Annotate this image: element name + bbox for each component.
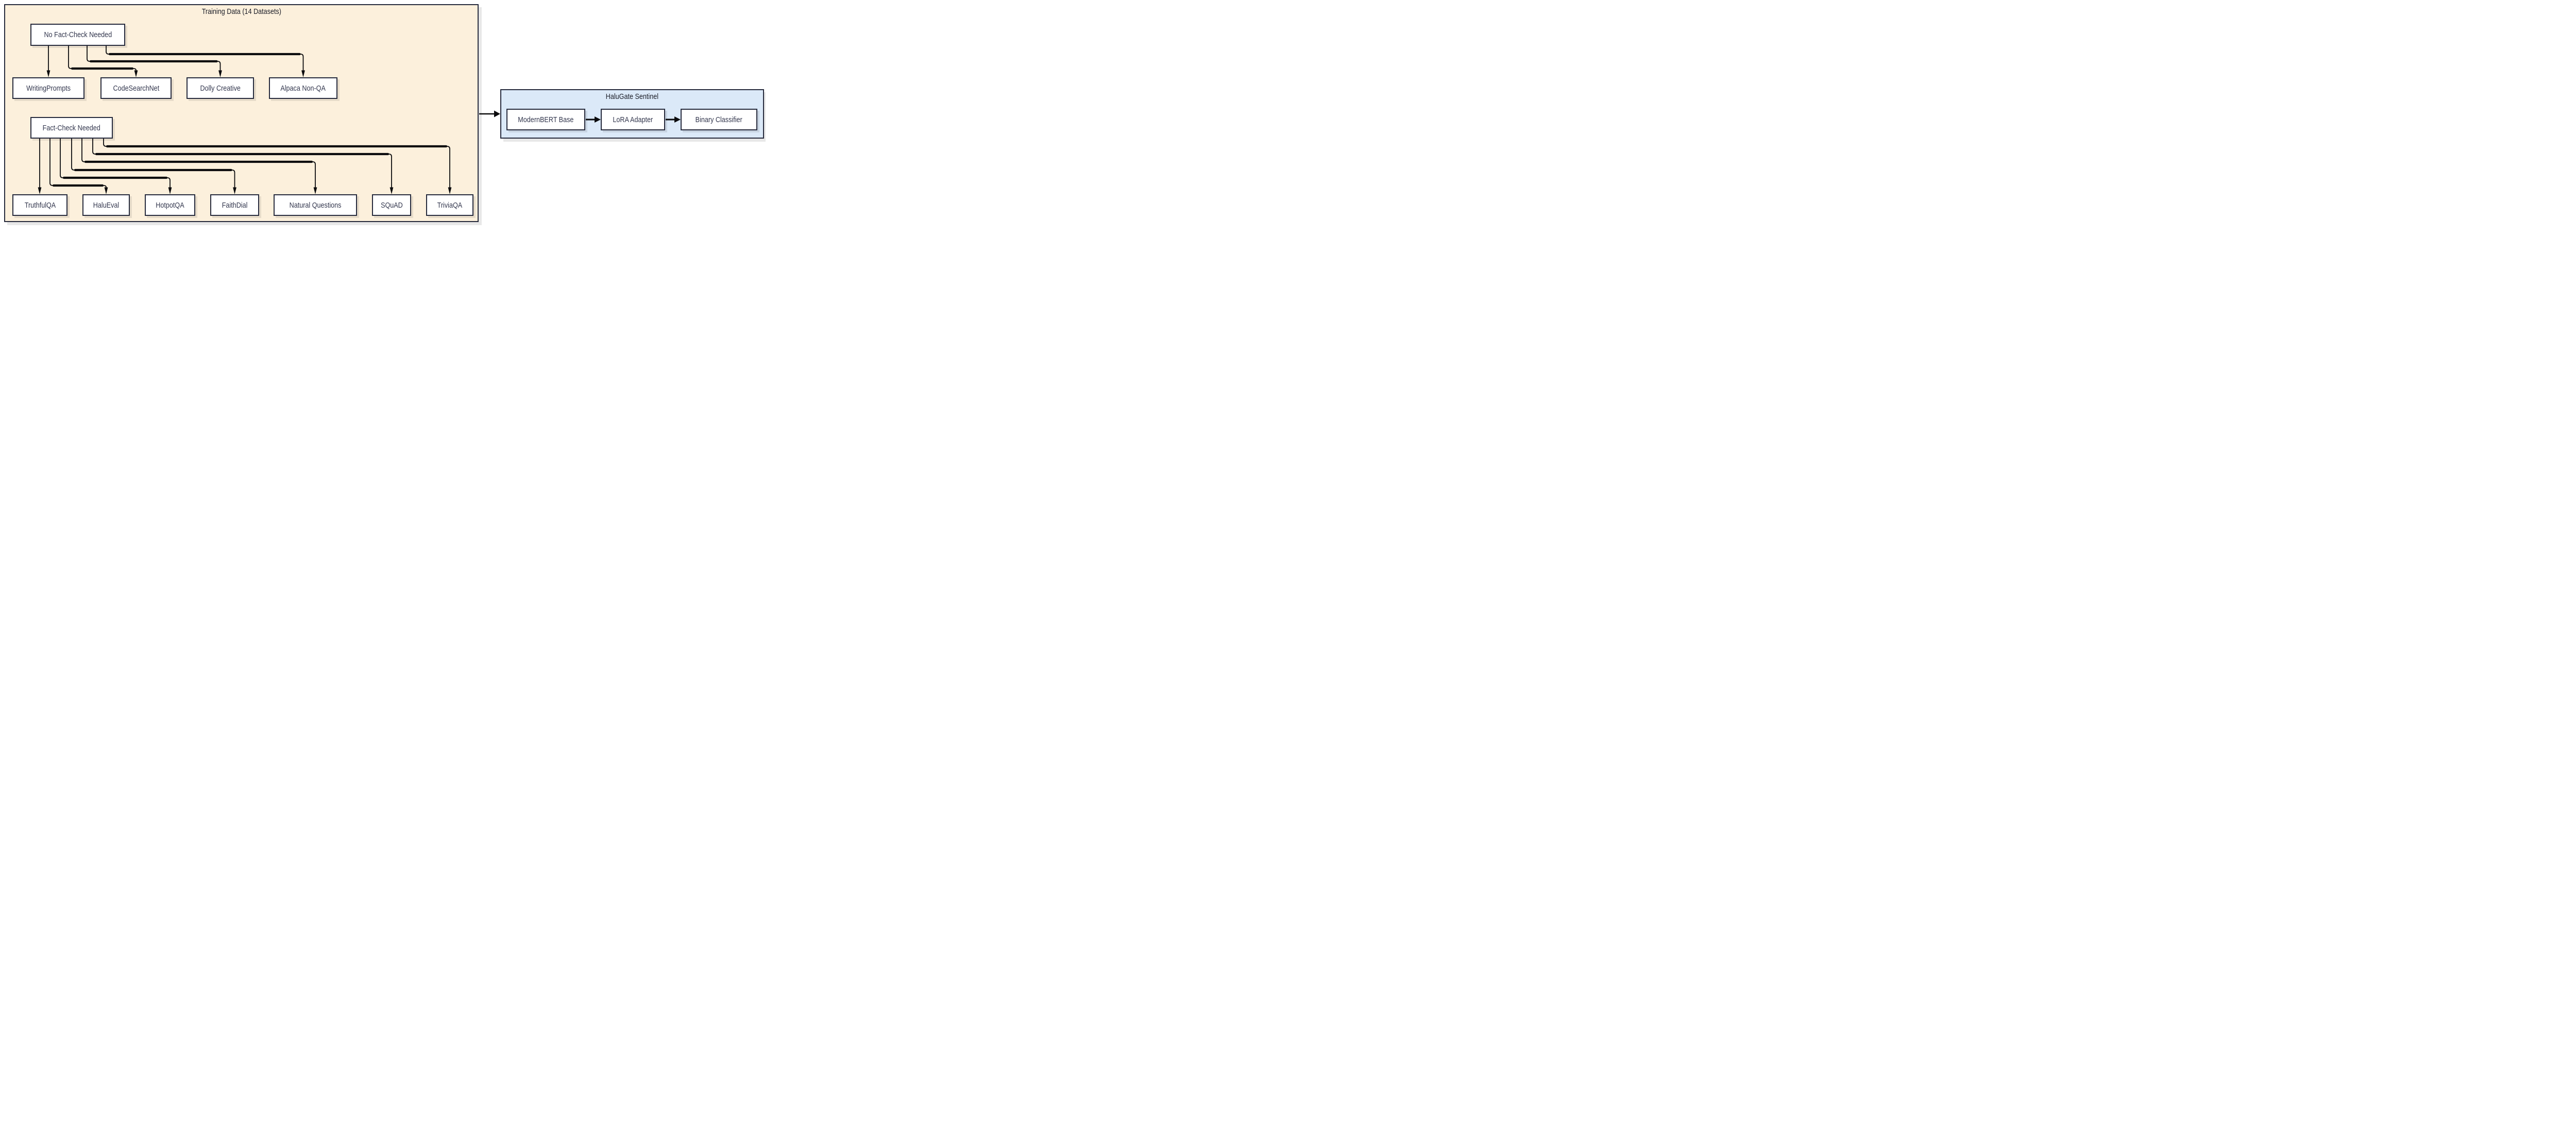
node-label: No Fact-Check Needed bbox=[44, 30, 112, 39]
halugate-title-text: HaluGate Sentinel bbox=[605, 92, 659, 101]
node-lora-adapter: LoRA Adapter bbox=[601, 109, 665, 130]
node-label: LoRA Adapter bbox=[613, 115, 653, 124]
diagram-canvas: Training Data (14 Datasets) HaluGate Sen… bbox=[0, 0, 766, 226]
training-data-title-text: Training Data (14 Datasets) bbox=[201, 7, 281, 16]
node-halueval: HaluEval bbox=[82, 194, 130, 216]
node-squad: SQuAD bbox=[372, 194, 411, 216]
training-data-title: Training Data (14 Datasets) bbox=[5, 7, 478, 16]
node-no-fact-check-needed: No Fact-Check Needed bbox=[30, 24, 125, 46]
node-natural-questions: Natural Questions bbox=[274, 194, 357, 216]
arrow-training-to-halugate bbox=[479, 110, 500, 117]
node-fact-check-needed: Fact-Check Needed bbox=[30, 117, 113, 139]
node-writingprompts: WritingPrompts bbox=[12, 77, 84, 99]
node-label: Fact-Check Needed bbox=[42, 123, 101, 132]
node-modernbert-base: ModernBERT Base bbox=[506, 109, 585, 130]
node-label: HaluEval bbox=[93, 200, 120, 210]
node-label: HotpotQA bbox=[156, 200, 184, 210]
node-codesearchnet: CodeSearchNet bbox=[100, 77, 172, 99]
node-dolly-creative: Dolly Creative bbox=[187, 77, 254, 99]
node-label: WritingPrompts bbox=[26, 83, 71, 93]
node-label: TruthfulQA bbox=[24, 200, 56, 210]
node-triviaqa: TriviaQA bbox=[426, 194, 473, 216]
node-label: Alpaca Non-QA bbox=[280, 83, 326, 93]
node-faithdial: FaithDial bbox=[210, 194, 259, 216]
node-alpaca-non-qa: Alpaca Non-QA bbox=[269, 77, 337, 99]
node-truthfulqa: TruthfulQA bbox=[12, 194, 67, 216]
node-label: Dolly Creative bbox=[200, 83, 241, 93]
node-label: Binary Classifier bbox=[695, 115, 743, 124]
node-label: CodeSearchNet bbox=[113, 83, 159, 93]
node-label: TriviaQA bbox=[437, 200, 463, 210]
node-binary-classifier: Binary Classifier bbox=[681, 109, 757, 130]
node-label: ModernBERT Base bbox=[518, 115, 574, 124]
halugate-title: HaluGate Sentinel bbox=[501, 92, 763, 102]
node-label: Natural Questions bbox=[289, 200, 342, 210]
node-label: FaithDial bbox=[222, 200, 248, 210]
node-label: SQuAD bbox=[380, 200, 403, 210]
node-hotpotqa: HotpotQA bbox=[145, 194, 195, 216]
